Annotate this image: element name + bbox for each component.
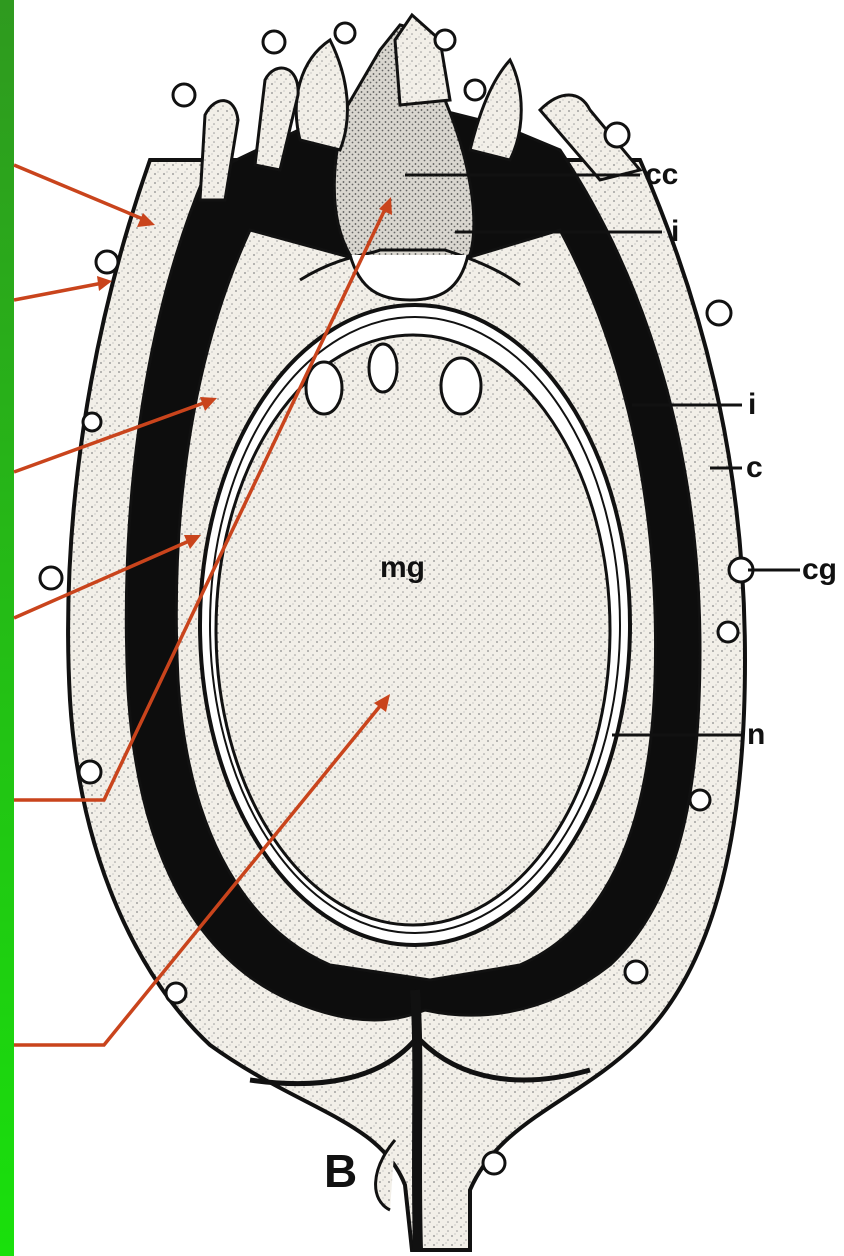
label-n: n [747,720,765,750]
archegonium [441,358,481,414]
panel-label: B [324,1148,357,1194]
label-cc: cc [645,160,678,190]
label-mg: mg [380,553,425,583]
archegonium [369,344,397,392]
stalk-strand [415,990,418,1250]
label-i-inner: i [671,217,679,247]
label-cg: cg [802,555,837,585]
label-i-outer: i [748,390,756,420]
label-c: c [746,453,763,483]
archegonium [306,362,342,414]
